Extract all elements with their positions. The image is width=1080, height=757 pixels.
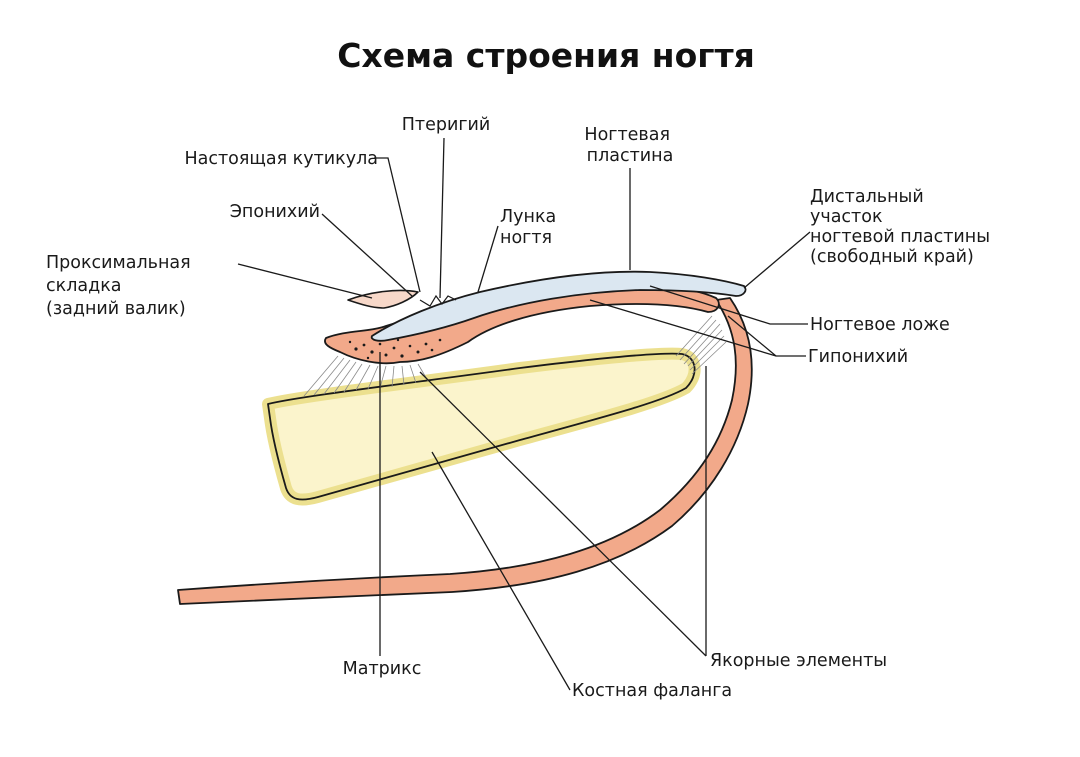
nail-plate-shape [370, 270, 747, 342]
label-matrix: Матрикс [343, 659, 422, 679]
leader-pterygium [439, 137, 445, 299]
leader-nail-bed [649, 285, 808, 325]
label-distal-part: Дистальный участок ногтевой пластины (св… [810, 187, 996, 267]
cuticle-strokes [419, 294, 457, 307]
leader-eponychium [321, 213, 413, 297]
finger-skin-shape [177, 297, 753, 605]
anchor-fibres-proximal [303, 355, 429, 397]
label-bone-phalanx: Костная фаланга [572, 681, 732, 701]
label-proximal-fold: Проксимальная складка (задний валик) [46, 253, 196, 319]
label-hyponychium: Гипонихий [808, 347, 908, 367]
label-eponychium: Эпонихий [230, 202, 320, 222]
leader-anchor-1 [419, 371, 707, 657]
leader-proximal-fold [237, 263, 373, 299]
leader-hyponychium-2 [727, 315, 777, 357]
labels: Птеригий Настоящая кутикула Ногтевая пла… [46, 115, 996, 701]
diagram-title: Схема строения ногтя [337, 36, 755, 75]
label-nail-bed: Ногтевое ложе [810, 315, 950, 335]
leader-lines [237, 137, 811, 691]
bone-phalanx-outline [267, 352, 696, 501]
leader-bone-phalanx [431, 451, 571, 691]
label-nail-plate: Ногтевая пластина [584, 125, 675, 166]
proximal-fold-shape [347, 289, 419, 309]
bone-phalanx-shape [262, 347, 701, 506]
label-lunula: Лунка ногтя [500, 207, 562, 248]
label-pterygium: Птеригий [402, 115, 491, 135]
matrix-cells [348, 338, 442, 360]
leader-distal-part [743, 231, 811, 289]
label-true-cuticle: Настоящая кутикула [184, 149, 378, 169]
leader-true-cuticle [374, 157, 421, 293]
label-anchor-elements: Якорные элементы [710, 651, 887, 671]
leader-lunula [477, 225, 499, 293]
anchor-fibres-distal [675, 315, 727, 375]
